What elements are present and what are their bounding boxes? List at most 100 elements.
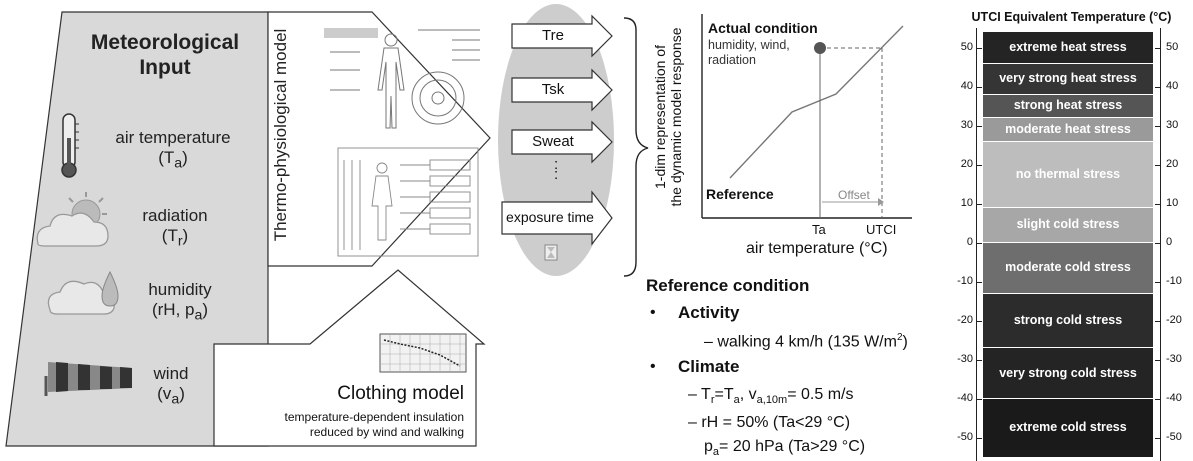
response-xlabel: air temperature (°C)	[746, 240, 888, 257]
utci-band: moderate cold stress	[983, 243, 1153, 294]
utci-band: strong cold stress	[983, 293, 1153, 349]
response-ylabel: 1-dim representation of the dynamic mode…	[652, 27, 684, 207]
hourglass-icon	[544, 244, 558, 261]
utci-tick-label: -20	[957, 314, 973, 326]
tick-ta: Ta	[812, 222, 826, 237]
utci-tick-mark	[1155, 360, 1160, 361]
utci-tick-label: 10	[960, 197, 973, 209]
met-item-wind: wind (va)	[138, 364, 204, 409]
utci-tick-mark	[977, 126, 982, 127]
utci-tick-mark	[977, 399, 982, 400]
utci-tick-mark	[1155, 48, 1160, 49]
met-item-symbol: (Tr)	[161, 226, 189, 250]
meteorological-title: Meteorological Input	[90, 31, 240, 79]
thermometer-icon	[61, 113, 79, 178]
met-item-label: wind	[153, 364, 189, 383]
regulation-diagram	[337, 147, 479, 257]
utci-band: very strong heat stress	[983, 63, 1153, 95]
climate-heading: Climate	[678, 357, 740, 376]
curly-brace	[623, 17, 649, 277]
clothing-line1: temperature-dependent insulation	[284, 410, 464, 424]
utci-tick-mark	[1155, 165, 1160, 166]
utci-tick-mark	[977, 48, 982, 49]
utci-tick-mark	[1155, 87, 1160, 88]
reference-title: Reference condition	[646, 276, 810, 295]
utci-tick-mark	[977, 438, 982, 439]
utci-tick-label: 0	[1166, 236, 1173, 248]
utci-tick-label: 30	[1166, 119, 1179, 131]
utci-tick-label: 50	[960, 41, 973, 53]
utci-tick-label: 20	[960, 158, 973, 170]
utci-tick-mark	[1155, 126, 1160, 127]
climate-line2: – rH = 50% (Ta<29 °C)	[688, 414, 851, 431]
utci-tick-label: -10	[957, 275, 973, 287]
met-item-humidity: humidity (rH, pa)	[124, 280, 236, 325]
utci-axis-left	[976, 28, 977, 461]
met-item-symbol: (va)	[157, 384, 185, 408]
utci-band: moderate heat stress	[983, 118, 1153, 142]
utci-tick-label: -50	[957, 431, 973, 443]
tick-utci: UTCI	[866, 222, 897, 237]
actual-condition-title: Actual condition	[708, 20, 818, 36]
met-item-label: air temperature	[115, 128, 231, 147]
utci-tick-label: 10	[1166, 197, 1179, 209]
utci-tick-mark	[977, 165, 982, 166]
utci-tick-mark	[1155, 243, 1160, 244]
clothing-title: Clothing model	[337, 383, 464, 404]
activity-heading: Activity	[678, 303, 740, 322]
reference-label: Reference	[706, 186, 774, 202]
utci-tick-mark	[977, 243, 982, 244]
sun-cloud-icon	[36, 192, 109, 247]
utci-tick-label: 40	[960, 80, 973, 92]
output-arrows	[501, 14, 613, 246]
utci-scale-title: UTCI Equivalent Temperature (°C)	[971, 10, 1172, 24]
utci-band: strong heat stress	[983, 94, 1153, 119]
met-item-symbol: (rH, pa)	[151, 300, 209, 324]
windsock-icon	[44, 362, 132, 396]
utci-tick-mark	[1155, 204, 1160, 205]
output-tre: Tre	[542, 27, 564, 44]
activity-bullet: •	[650, 304, 656, 321]
met-item-symbol: (Ta)	[158, 148, 188, 172]
utci-tick-label: -20	[1166, 314, 1182, 326]
utci-tick-label: -10	[1166, 275, 1182, 287]
output-sweat: Sweat	[532, 133, 574, 150]
raindrop-cloud-icon	[47, 270, 119, 315]
utci-tick-mark	[977, 360, 982, 361]
utci-tick-label: -40	[957, 392, 973, 404]
body-model-figure	[324, 28, 480, 129]
utci-tick-label: 20	[1166, 158, 1179, 170]
utci-tick-label: -30	[1166, 353, 1182, 365]
utci-tick-label: 50	[1166, 41, 1179, 53]
utci-band: slight cold stress	[983, 207, 1153, 243]
utci-tick-mark	[1155, 321, 1160, 322]
utci-band: extreme heat stress	[983, 32, 1153, 64]
met-item-radiation: radiation (Tr)	[120, 206, 230, 251]
offset-label: Offset	[838, 188, 870, 202]
met-item-air-temperature: air temperature (Ta)	[88, 128, 258, 173]
utci-tick-mark	[977, 204, 982, 205]
clothing-insulation-chart	[379, 333, 467, 373]
utci-tick-label: 0	[966, 236, 973, 248]
climate-bullet: •	[650, 358, 656, 375]
climate-line3: pa= 20 hPa (Ta>29 °C)	[704, 438, 866, 459]
utci-tick-label: -40	[1166, 392, 1182, 404]
utci-band: no thermal stress	[983, 141, 1153, 208]
utci-tick-mark	[977, 87, 982, 88]
utci-axis-right	[1160, 28, 1161, 461]
utci-tick-label: -30	[957, 353, 973, 365]
met-item-label: humidity	[148, 280, 212, 299]
utci-tick-label: 30	[960, 119, 973, 131]
utci-band: very strong cold stress	[983, 348, 1153, 399]
activity-text: – walking 4 km/h (135 W/m2)	[704, 332, 908, 351]
actual-condition-sub: humidity, wind,radiation	[708, 38, 790, 67]
utci-band: extreme cold stress	[983, 399, 1153, 458]
output-tsk: Tsk	[541, 81, 565, 98]
utci-tick-mark	[977, 321, 982, 322]
clothing-arrow	[213, 269, 486, 447]
utci-tick-label: -50	[1166, 431, 1182, 443]
response-curve	[729, 25, 904, 179]
actual-condition-point	[814, 42, 826, 54]
output-ellipsis: ::	[554, 156, 559, 183]
